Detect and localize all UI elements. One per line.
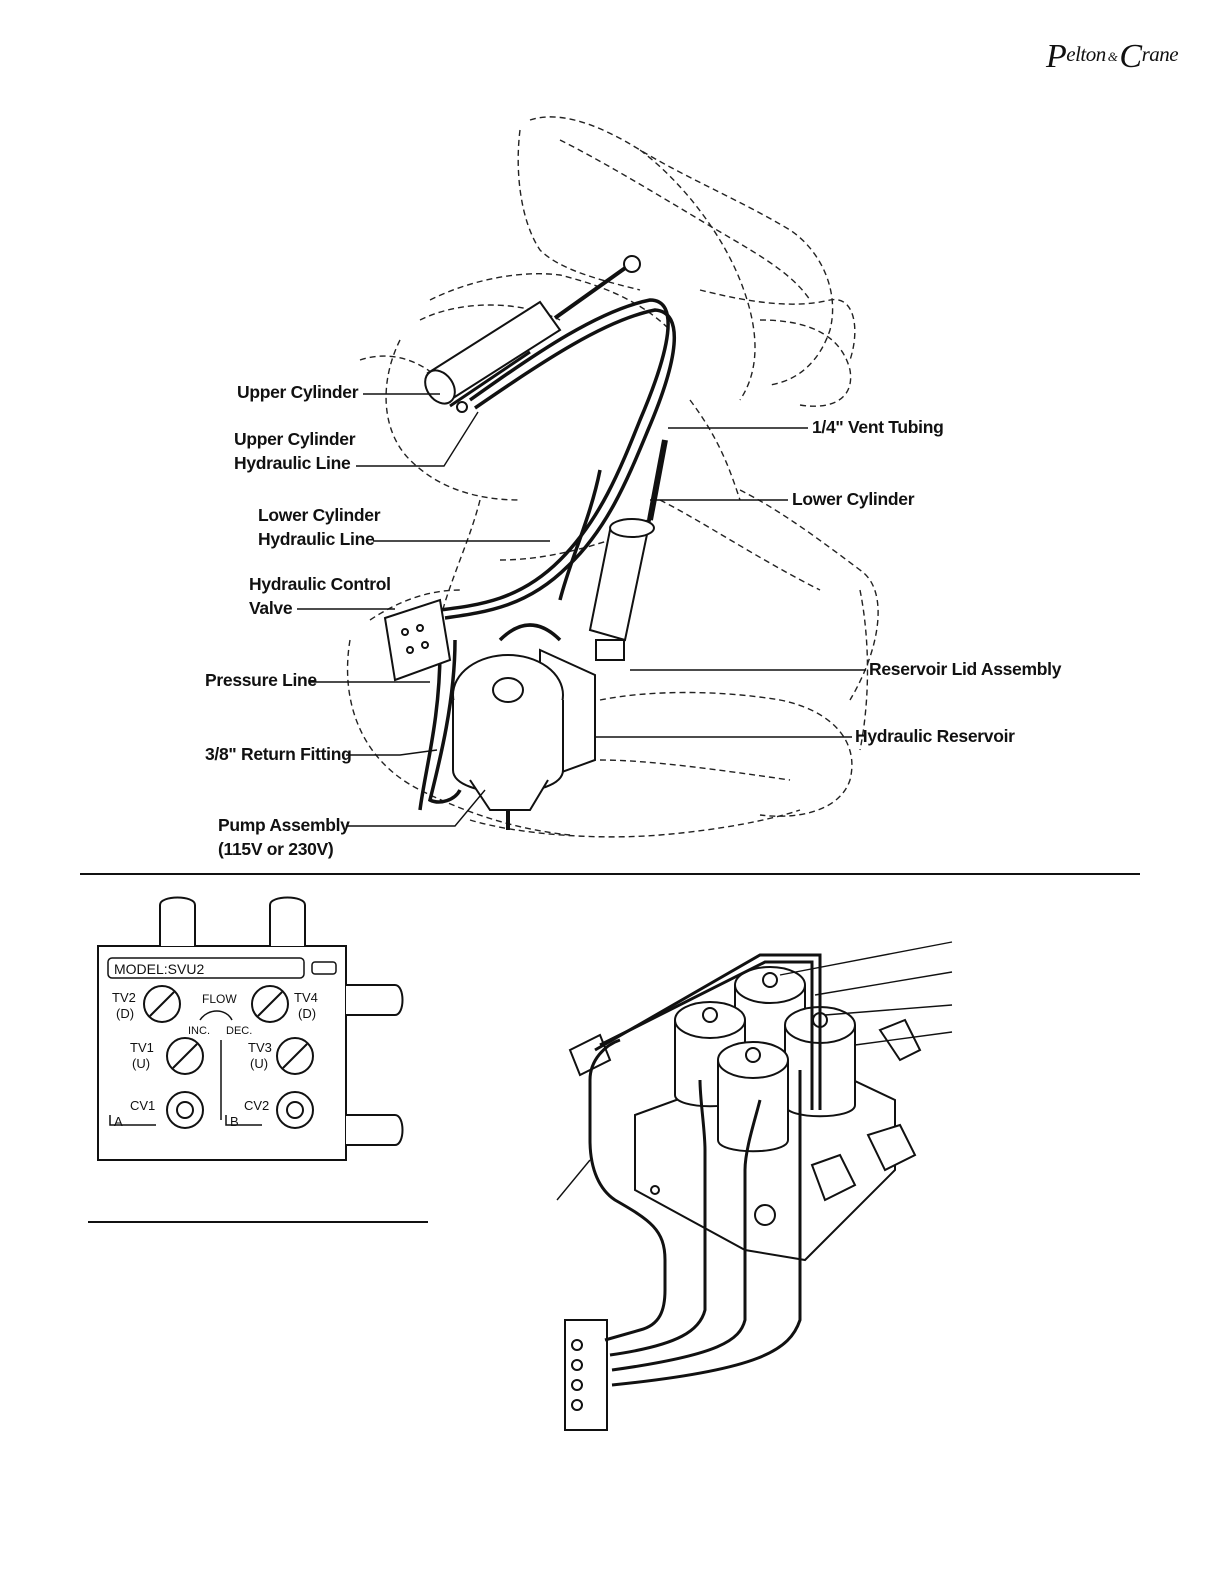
return-fitting-label: 3/8" Return Fitting — [205, 744, 352, 764]
tv2-sub-label: (D) — [116, 1006, 134, 1021]
tv3-label: TV3 — [248, 1040, 272, 1055]
inc-label: INC. — [188, 1025, 210, 1037]
logo-initial-p: P — [1046, 38, 1067, 75]
logo-initial-c: C — [1119, 38, 1142, 75]
pump-assembly-label-1: Pump Assembly — [218, 815, 350, 835]
pressure-line-label: Pressure Line — [205, 670, 317, 690]
tv4-sub-label: (D) — [298, 1006, 316, 1021]
upper-cylinder-drawing — [424, 255, 641, 413]
tv2-label: TV2 — [112, 990, 136, 1005]
chair-outline — [346, 116, 879, 838]
logo-ampersand: & — [1107, 49, 1118, 64]
reservoir-lid-assembly-label: Reservoir Lid Assembly — [869, 659, 1062, 679]
port-b-label: B — [230, 1114, 239, 1129]
hydraulic-control-valve-label-1: Hydraulic Control — [249, 574, 391, 594]
pump-reservoir-drawing — [452, 648, 596, 830]
pump-assembly-label-2: (115V or 230V) — [218, 839, 334, 859]
control-valve-drawing — [383, 598, 452, 682]
upper-cylinder-label: Upper Cylinder — [237, 382, 359, 402]
upper-cylinder-hydraulic-line-label-1: Upper Cylinder — [234, 429, 356, 449]
valve-panel-drawing — [97, 896, 404, 1161]
hydraulic-reservoir-label: Hydraulic Reservoir — [855, 726, 1015, 746]
cv1-label: CV1 — [130, 1098, 155, 1113]
port-a-label: A — [114, 1114, 123, 1129]
tv1-label: TV1 — [130, 1040, 154, 1055]
lower-cylinder-drawing — [588, 439, 668, 661]
upper-cylinder-hydraulic-line-label-2: Hydraulic Line — [234, 453, 351, 473]
lower-cylinder-label: Lower Cylinder — [792, 489, 915, 509]
logo-word-rane: rane — [1141, 42, 1179, 66]
cv2-label: CV2 — [244, 1098, 269, 1113]
flow-label: FLOW — [202, 992, 237, 1006]
dec-label: DEC. — [226, 1025, 252, 1037]
tv3-sub-label: (U) — [250, 1056, 268, 1071]
vent-tubing-label: 1/4" Vent Tubing — [812, 417, 944, 437]
lower-cylinder-hydraulic-line-label-2: Hydraulic Line — [258, 529, 375, 549]
lower-cylinder-hydraulic-line-label-1: Lower Cylinder — [258, 505, 381, 525]
tv4-label: TV4 — [294, 990, 318, 1005]
callout-leader-lines — [297, 393, 866, 827]
valve-wiring-drawing — [556, 941, 953, 1431]
hydraulic-control-valve-label-2: Valve — [249, 598, 293, 618]
tv1-sub-label: (U) — [132, 1056, 150, 1071]
hydraulic-tubing — [418, 298, 677, 811]
pelton-crane-logo: Pelton&Crane — [1046, 38, 1179, 76]
model-label: MODEL:SVU2 — [114, 961, 204, 977]
logo-word-elton: elton — [1066, 42, 1106, 66]
valve-panel-labels: MODEL:SVU2 FLOW INC. DEC. TV2 (D) TV4 (D… — [112, 961, 318, 1129]
